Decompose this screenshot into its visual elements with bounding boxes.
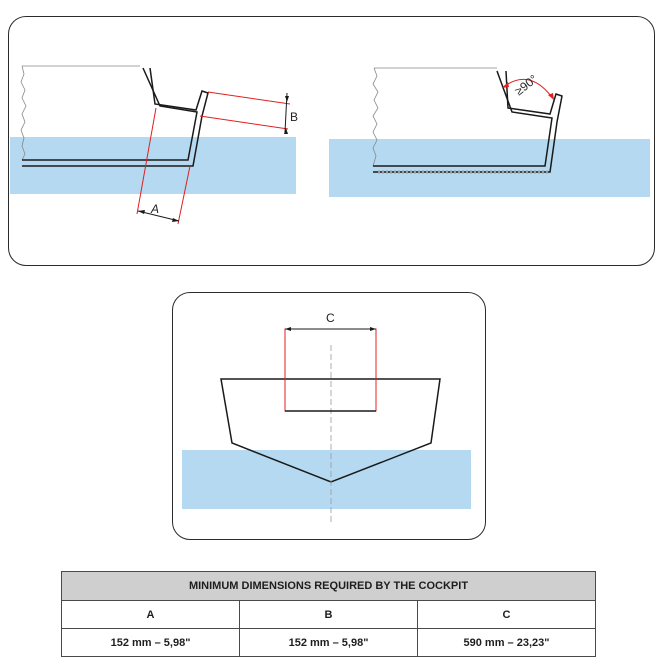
value-c: 590 mm – 23,23"	[417, 628, 596, 657]
column-header-a: A	[61, 600, 240, 629]
value-a: 152 mm – 5,98"	[61, 628, 240, 657]
dimensions-table: MINIMUM DIMENSIONS REQUIRED BY THE COCKP…	[61, 571, 596, 657]
dim-a-ext-1	[136, 107, 157, 215]
table-title: MINIMUM DIMENSIONS REQUIRED BY THE COCKP…	[61, 571, 596, 601]
dim-c-label: C	[326, 311, 335, 325]
hull-outline-right-inner	[373, 70, 563, 173]
water-right	[329, 139, 650, 197]
dim-a-line	[137, 210, 180, 222]
dim-b-ext-2	[199, 115, 289, 130]
dim-b-arrow-2	[284, 128, 288, 134]
angle-arrow-2	[548, 93, 554, 100]
column-header-c: C	[417, 600, 596, 629]
hull-outline-left	[22, 67, 198, 161]
dim-b-label: B	[290, 110, 298, 124]
hull-outline-left-inner	[22, 67, 209, 167]
dim-c-arrow-1	[285, 327, 291, 331]
cockpit-opening	[284, 328, 377, 412]
side-view-left: A B	[10, 65, 298, 225]
column-header-b: B	[239, 600, 418, 629]
value-b: 152 mm – 5,98"	[239, 628, 418, 657]
dim-b-ext-1	[207, 91, 291, 105]
dim-a-arrow-1	[138, 210, 145, 214]
dim-a-ext-2	[177, 165, 191, 225]
dim-a-arrow-2	[172, 218, 179, 222]
side-view-right: ≥90°	[329, 67, 650, 197]
dim-a-label: A	[150, 202, 159, 216]
hull-front-outline	[220, 378, 441, 483]
hull-torn-edge-right	[372, 67, 379, 167]
angle-label: ≥90°	[512, 72, 540, 98]
angle-arrow-1	[502, 82, 509, 88]
dim-b-arrow-1	[285, 96, 289, 102]
front-view: C	[182, 311, 471, 522]
hull-torn-edge-left	[20, 65, 27, 161]
dim-c-arrow-2	[370, 327, 376, 331]
